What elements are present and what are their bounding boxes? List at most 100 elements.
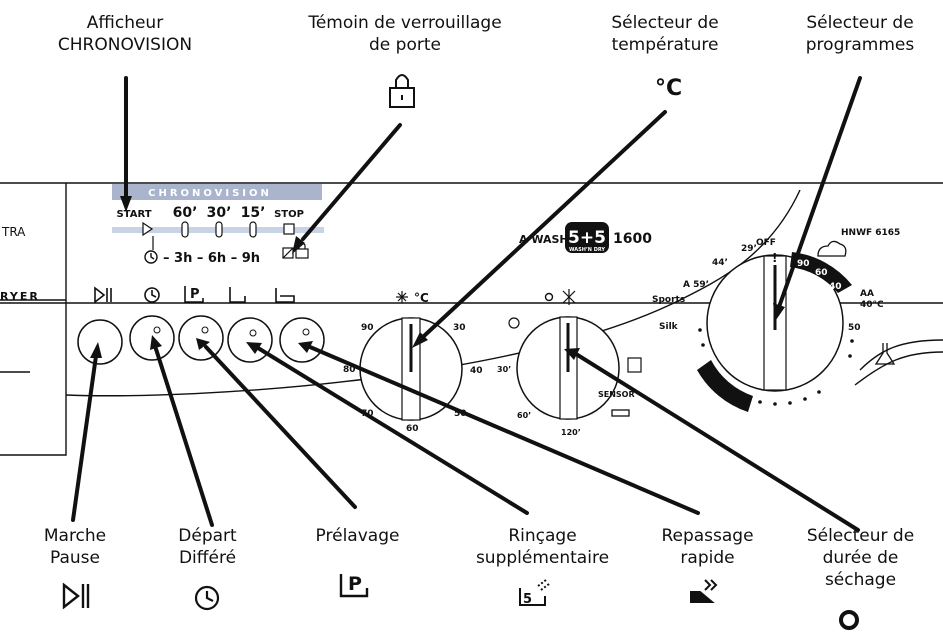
celsius-symbol: °C: [655, 76, 683, 101]
dry-timer-ring-icon: [839, 610, 859, 630]
flask-icon: [874, 343, 896, 365]
temp-mark-90: 90: [361, 323, 374, 333]
dry-mark-60: 60’: [517, 411, 531, 420]
label-temoin-line1: Témoin de verrouillage: [308, 13, 502, 33]
program-knob[interactable]: [706, 254, 844, 392]
t60-label: 60’: [173, 205, 198, 221]
program-dark-arc-top: [790, 252, 852, 293]
model-badge-sub: WASH’N DRY: [569, 247, 605, 253]
extra-rinse-icon: 5: [519, 579, 550, 607]
model-code: HNWF 6165: [841, 228, 900, 238]
label-marche-line1: Marche: [43, 526, 107, 546]
label-sechage: Sélecteur de durée de séchage: [783, 525, 938, 591]
rincage-button[interactable]: [227, 317, 273, 363]
prog-mark-silk: Silk: [659, 322, 679, 332]
dry-iron-icon: [611, 409, 630, 417]
clock-icon: [194, 585, 220, 611]
prog-mark-29: 29’: [741, 244, 757, 254]
dry-cupboard-icon: [627, 357, 642, 373]
svg-text:P: P: [190, 287, 200, 302]
temp-mark-30: 30: [453, 323, 466, 333]
dry-mark-30: 30’: [497, 365, 511, 374]
label-temoin-line2: de porte: [369, 35, 441, 55]
label-depart-line2: Différé: [178, 548, 237, 568]
label-rincage-line1: Rinçage: [508, 526, 577, 546]
label-marche-pause: Marche Pause: [20, 525, 130, 569]
repassage-button[interactable]: [279, 317, 325, 363]
svg-text:!: !: [772, 251, 777, 265]
leader-sechage: [574, 352, 860, 532]
model-badge: [565, 222, 609, 253]
temp-knob-symbol: °C: [414, 291, 429, 305]
prog-mark-60: 60: [815, 268, 828, 278]
label-temperature: Sélecteur de température: [580, 12, 750, 56]
chronovision-band-text: CHRONOVISION: [148, 188, 272, 199]
leader-marche: [71, 354, 98, 522]
marche-pause-button[interactable]: [77, 319, 123, 365]
dry-mark-sensor: SENSOR: [598, 390, 635, 399]
label-depart-line1: Départ: [178, 526, 237, 546]
leader-repassage: [308, 345, 700, 515]
cloud-icon: [817, 240, 847, 257]
label-programmes-line1: Sélecteur de: [806, 13, 914, 33]
leader-depart: [154, 347, 214, 527]
program-dots: [698, 328, 854, 406]
prelavage-button[interactable]: [178, 315, 224, 361]
label-afficheur-line1: Afficheur: [86, 13, 164, 33]
drying-knob[interactable]: [516, 316, 620, 420]
leader-temoin: [301, 123, 402, 241]
label-temoin: Témoin de verrouillage de porte: [275, 12, 535, 56]
prog-mark-40: 40: [829, 282, 842, 292]
label-afficheur-line2: CHRONOVISION: [57, 35, 193, 55]
prog-mark-aa40: 40°C: [860, 300, 884, 310]
label-sechage-line3: séchage: [824, 570, 897, 590]
leader-prelavage: [204, 345, 357, 509]
label-repassage: Repassage rapide: [645, 525, 770, 569]
label-prelavage: Prélavage: [300, 525, 415, 547]
brand-left-text: TRA: [1, 225, 26, 239]
stop-label: STOP: [274, 209, 304, 220]
t15-led: [249, 221, 257, 238]
prog-mark-90: 90: [797, 259, 810, 269]
label-rincage: Rinçage supplémentaire: [455, 525, 630, 569]
label-sechage-line2: durée de: [822, 548, 899, 568]
stop-square-icon: [283, 223, 295, 235]
start-play-icon: [142, 221, 154, 237]
t60-led: [181, 221, 189, 238]
t30-led: [215, 221, 223, 238]
prog-mark-a59: A 59’: [683, 280, 709, 290]
label-afficheur: Afficheur CHRONOVISION: [20, 12, 230, 56]
svg-text:5: 5: [523, 592, 532, 607]
delay-hours: – 3h – 6h – 9h: [163, 251, 260, 266]
prog-mark-44: 44’: [712, 258, 728, 268]
t30-label: 30’: [207, 205, 232, 221]
padlock-icon: [389, 74, 415, 108]
label-depart-differe: Départ Différé: [150, 525, 265, 569]
snowflake-icon: [396, 291, 408, 303]
dry-sun-icon: [562, 289, 576, 305]
prog-off: OFF: [756, 238, 776, 248]
prog-mark-sports: Sports: [652, 295, 685, 305]
prewash-icon: P: [339, 573, 369, 598]
dry-mark-120: 120’: [561, 428, 581, 437]
svg-text:P: P: [348, 573, 362, 595]
start-label: START: [116, 209, 151, 220]
pause-play-icon: [62, 582, 90, 610]
prog-mark-50: 50: [848, 323, 861, 333]
easy-iron-icon: [690, 579, 718, 603]
label-repassage-line1: Repassage: [661, 526, 754, 546]
label-temperature-line2: température: [611, 35, 719, 55]
label-programmes-line2: programmes: [805, 35, 915, 55]
temp-mark-50: 50: [454, 409, 467, 419]
model-speed: 1600: [613, 231, 652, 247]
label-temperature-line1: Sélecteur de: [611, 13, 719, 33]
label-sechage-line1: Sélecteur de: [806, 526, 915, 546]
chronovision-band: [112, 184, 322, 200]
label-programmes: Sélecteur de programmes: [780, 12, 940, 56]
dry-fan-icon: [508, 317, 520, 329]
temp-mark-80: 80: [343, 365, 356, 375]
leader-temperature: [422, 110, 667, 338]
leader-lines: [71, 76, 862, 532]
model-badge-number: 5+5: [568, 228, 606, 248]
